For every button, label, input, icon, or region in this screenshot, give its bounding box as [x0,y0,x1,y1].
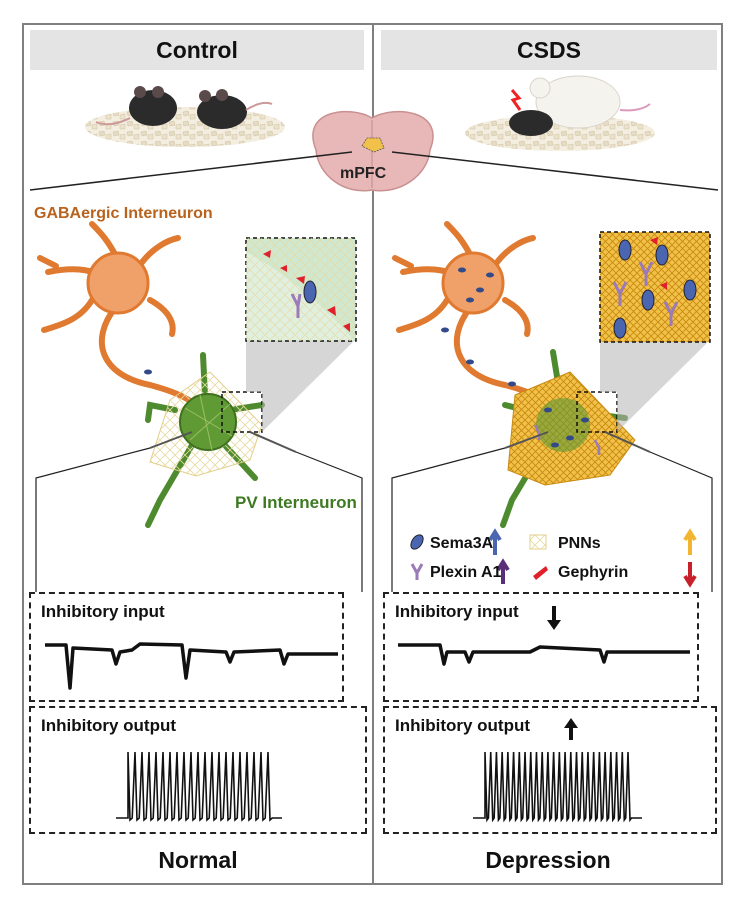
panel-header-csds: CSDS [381,30,717,70]
inhibitory-output-box-left: Inhibitory output [29,706,367,834]
footer-normal: Normal [158,847,238,873]
legend-plexin-a1: Plexin A1 [430,564,502,581]
spike-train-left [116,751,282,822]
plexin-a1-icon [410,563,424,580]
inhibitory-output-box-right: Inhibitory output [383,706,717,834]
subordinate-mouse-icon [509,110,553,136]
mouse-icon [197,95,247,129]
inhibitory-input-title: Inhibitory input [41,602,165,621]
legend-gephyrin: Gephyrin [558,564,629,581]
panel-divider [372,23,374,885]
inhibitory-input-title: Inhibitory input [395,602,519,621]
inhibitory-output-title: Inhibitory output [395,716,531,735]
gaba-soma [441,251,505,315]
gabaergic-interneuron-right [392,221,558,411]
bedding-left [85,107,285,147]
pv-interneuron-right [500,231,711,528]
gephyrin-icon [533,566,548,580]
brain-region-label: mPFC [340,165,387,182]
inhibitory-input-box-left: Inhibitory input [29,592,344,702]
sema3a-up-arrow-icon [488,528,502,555]
control-mice [85,86,285,147]
pnns-up-arrow-icon [683,528,697,555]
panel-header-control: Control [30,30,364,70]
attack-icon [510,89,522,111]
inhibitory-input-trace-right [398,643,690,666]
sema3a-icon [410,534,424,550]
plexin-up-arrow-icon [496,558,510,584]
inhibitory-input-box-right: Inhibitory input [383,592,699,702]
gabaergic-label: GABAergic Interneuron [34,205,213,222]
inhibitory-input-trace-left [45,642,338,690]
mouse-icon [129,90,177,126]
brain-illustration [312,110,434,192]
gaba-soma [86,251,150,315]
legend-sema3a: Sema3A [430,535,494,552]
footer-depression: Depression [485,847,611,873]
inhibitory-output-title: Inhibitory output [41,716,177,735]
arrow-up-icon [564,718,578,728]
arrow-down-icon [547,620,561,630]
pv-interneuron-label: PV Interneuron [235,493,357,512]
csds-mice [465,75,655,151]
spike-train-right [473,751,642,823]
gabaergic-interneuron-left [37,221,203,411]
legend-pnns: PNNs [558,535,601,552]
pnns-icon [529,534,547,550]
gephyrin-down-arrow-icon [683,562,697,588]
aggressor-mouse-icon [535,75,621,129]
pv-interneuron-left [145,237,357,528]
